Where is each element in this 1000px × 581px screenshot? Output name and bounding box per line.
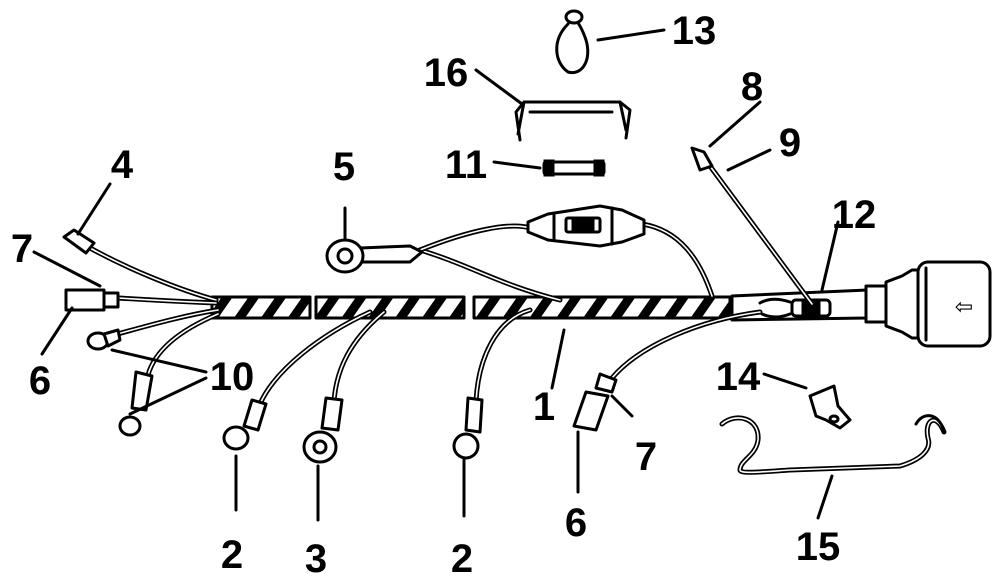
leader-lines bbox=[32, 28, 840, 522]
callout-8: 8 bbox=[741, 65, 763, 109]
retainer-clip-16 bbox=[514, 100, 632, 142]
wire-lead-6-left bbox=[64, 288, 219, 312]
plug-arrow-icon: ⇦ bbox=[955, 295, 973, 320]
callout-5: 5 bbox=[333, 145, 355, 189]
callout-3: 3 bbox=[305, 537, 327, 581]
callout-2-left: 2 bbox=[221, 533, 243, 577]
bracket-14 bbox=[808, 384, 852, 430]
callout-14: 14 bbox=[716, 355, 761, 399]
harness-plug-connector: ⇦ bbox=[864, 260, 992, 348]
callout-2-right: 2 bbox=[451, 537, 473, 581]
wire-lead-5-fuse bbox=[325, 204, 715, 303]
callout-6-right: 6 bbox=[565, 501, 587, 545]
wire-lead-6-right bbox=[572, 309, 763, 432]
callout-labels: 1 2 2 3 4 5 6 6 7 7 8 9 10 11 12 13 14 1… bbox=[11, 9, 876, 581]
callout-12: 12 bbox=[832, 193, 877, 237]
callout-4: 4 bbox=[111, 143, 134, 187]
wire-lead-4 bbox=[62, 228, 219, 303]
callout-16: 16 bbox=[424, 51, 469, 95]
callout-6-left: 6 bbox=[29, 359, 51, 403]
wire-lead-10-lower bbox=[118, 311, 221, 437]
callout-1: 1 bbox=[533, 385, 555, 429]
wire-lead-2-left bbox=[222, 309, 373, 451]
wire-lead-3 bbox=[302, 309, 387, 464]
callout-15: 15 bbox=[796, 525, 841, 569]
wire-bail-15 bbox=[719, 414, 947, 475]
callout-7-right: 7 bbox=[635, 435, 657, 479]
callout-10: 10 bbox=[210, 355, 255, 399]
wire-lead-10-upper bbox=[86, 307, 221, 351]
callout-9: 9 bbox=[779, 121, 801, 165]
callout-11: 11 bbox=[445, 143, 487, 187]
tie-strap-13 bbox=[555, 9, 590, 75]
wire-lead-8-9 bbox=[690, 146, 815, 307]
callout-13: 13 bbox=[672, 9, 717, 53]
wire-lead-2-right bbox=[452, 307, 533, 460]
fuse-11 bbox=[542, 159, 606, 177]
callout-7-left: 7 bbox=[11, 227, 33, 271]
